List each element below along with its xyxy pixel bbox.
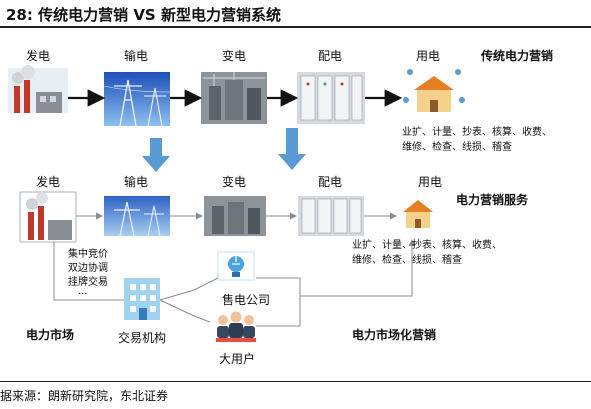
traditional-services-line2: 维修、检查、线损、稽查 xyxy=(402,142,512,153)
new-services-line2: 维修、检查、线损、稽查 xyxy=(352,255,462,266)
trade-note-bilateral: 双边协调 xyxy=(68,263,108,274)
transition-arrows xyxy=(142,128,306,172)
smart-home-icon xyxy=(402,62,466,118)
stage-label-consumption-bottom: 用电 xyxy=(418,175,443,189)
market-oriented-marketing-label: 电力市场化营销 xyxy=(352,328,437,342)
substation-icon xyxy=(201,72,267,124)
trade-note-listing: 挂牌交易 xyxy=(68,277,108,288)
source-rule xyxy=(0,381,591,382)
title-rule xyxy=(0,26,591,28)
stage-label-substation-bottom: 变电 xyxy=(222,175,247,189)
stage-label-distribution-bottom: 配电 xyxy=(318,175,343,189)
stage-label-transmission-bottom: 输电 xyxy=(124,175,149,189)
stage-label-distribution: 配电 xyxy=(318,49,343,63)
stage-label-transmission: 输电 xyxy=(124,49,149,63)
stage-label-substation: 变电 xyxy=(222,49,247,63)
source-note: 据来源：朗新研究院，东北证券 xyxy=(0,389,169,403)
retailer-label: 售电公司 xyxy=(222,293,271,307)
large-user-label: 大用户 xyxy=(219,352,256,366)
figure-title: 28: 传统电力营销 VS 新型电力营销系统 xyxy=(6,6,281,24)
power-plant-icon-bottom xyxy=(19,191,77,243)
substation-icon-bottom xyxy=(204,196,266,236)
large-users-icon xyxy=(216,311,256,342)
new-services-line1: 业扩、计量、抄表、核算、收费、 xyxy=(352,240,502,251)
traditional-marketing-heading: 传统电力营销 xyxy=(481,49,554,63)
transmission-tower-icon xyxy=(103,72,171,127)
trade-note-ellipsis: ··· xyxy=(78,289,88,300)
stage-label-generation: 发电 xyxy=(26,49,51,63)
power-plant-icon xyxy=(8,65,68,113)
traditional-services-line1: 业扩、计量、抄表、核算、收费、 xyxy=(402,127,552,138)
transmission-tower-icon-bottom xyxy=(104,196,170,237)
stage-label-consumption: 用电 xyxy=(416,49,441,63)
stage-label-generation-bottom: 发电 xyxy=(36,175,61,189)
retailer-bulb-icon xyxy=(217,251,255,281)
distribution-cabinet-icon xyxy=(297,72,365,124)
marketing-service-heading: 电力营销服务 xyxy=(456,193,529,207)
exchange-building-icon xyxy=(124,278,160,320)
trade-note-centralized-bidding: 集中竞价 xyxy=(68,249,108,260)
smart-home-icon-bottom xyxy=(398,194,438,232)
bottom-flow-connectors xyxy=(53,212,416,327)
power-market-label: 电力市场 xyxy=(26,328,75,342)
exchange-label: 交易机构 xyxy=(118,331,167,345)
distribution-cabinet-icon-bottom xyxy=(298,196,364,236)
